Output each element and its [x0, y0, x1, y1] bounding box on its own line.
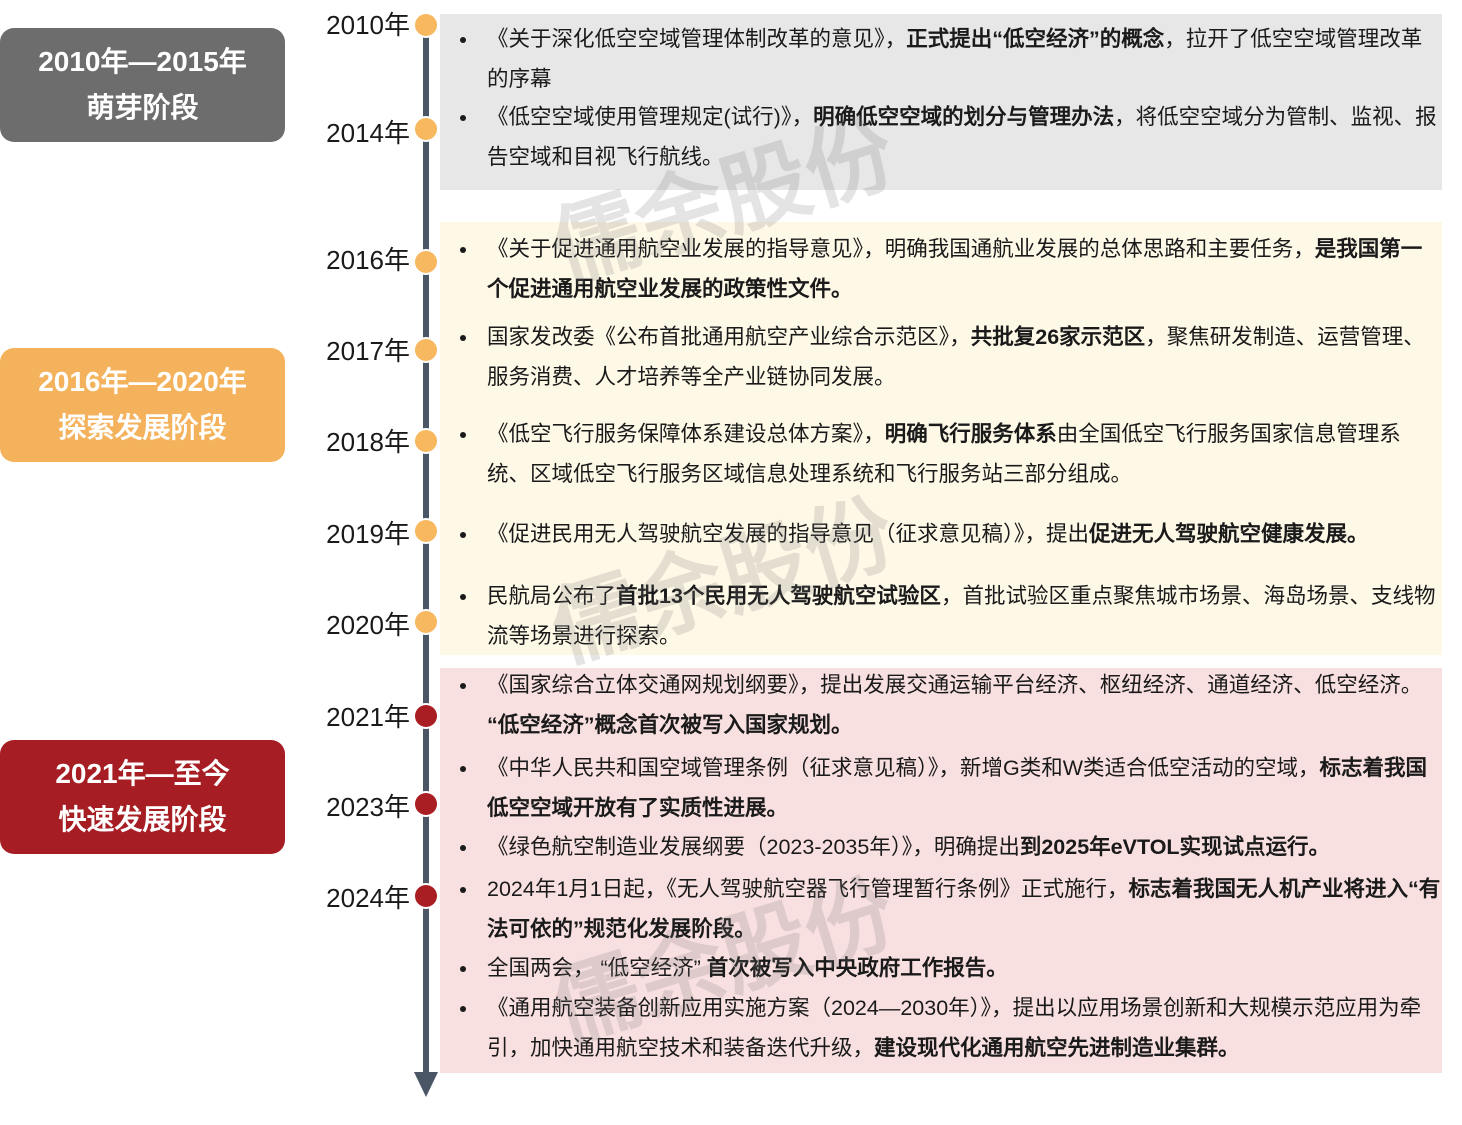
- entry-text-highlight: 明确飞行服务体系: [884, 422, 1057, 446]
- year-label: 2016年: [326, 245, 410, 275]
- entry-text-part: 《低空飞行服务保障体系建设总体方案》，: [487, 422, 885, 446]
- year-dot: [415, 793, 437, 815]
- stage-box-exploration: 2016年—2020年 探索发展阶段: [0, 348, 285, 462]
- bullet-icon: [460, 1006, 466, 1012]
- entry-text-highlight: 到2025年eVTOL实现试点运行。: [1019, 835, 1331, 859]
- entry-text-part: ，拉开了低空空域管理改革的序幕: [487, 27, 1423, 91]
- timeline-axis: [423, 22, 429, 1078]
- entry-text-part: ，将低空空域分为管制、监视、报告空域和目视飞行航线。: [487, 105, 1437, 169]
- stage-box-sprouting: 2010年—2015年 萌芽阶段: [0, 28, 285, 142]
- year-dot: [415, 520, 437, 542]
- entry-text-highlight: 首批13个民用无人驾驶航空试验区: [616, 584, 941, 608]
- entry-text-part: 由全国低空飞行服务国家信息管理系统、区域低空飞行服务区域信息处理系统和飞行服务站…: [487, 422, 1401, 486]
- entry-text-highlight: 标志着我国低空空域开放有了实质性进展。: [487, 756, 1428, 820]
- entry-text-part: 《关于深化低空空域管理体制改革的意见》，: [487, 27, 907, 51]
- entry-text: 国家发改委《公布首批通用航空产业综合示范区》，共批复26家示范区，聚焦研发制造、…: [487, 318, 1442, 397]
- stage-years: 2021年—至今: [55, 758, 230, 789]
- entry-text: 《低空飞行服务保障体系建设总体方案》，明确飞行服务体系由全国低空飞行服务国家信息…: [487, 415, 1442, 494]
- year-label: 2020年: [326, 610, 410, 640]
- year-dot: [415, 14, 437, 36]
- bullet-icon: [460, 683, 466, 689]
- bullet-icon: [460, 766, 466, 772]
- entry-text-part: 《绿色航空制造业发展纲要（2023-2035年）》，明确提出: [487, 835, 1020, 859]
- year-label: 2010年: [326, 10, 410, 40]
- year-dot: [415, 705, 437, 727]
- entry-text-highlight: 建设现代化通用航空先进制造业集群。: [874, 1035, 1240, 1060]
- entry-text-highlight: 是我国第一个促进通用航空业发展的政策性文件。: [487, 237, 1423, 301]
- entry-text-highlight: “低空经济”概念首次被写入国家规划。: [487, 712, 853, 737]
- year-dot: [415, 611, 437, 633]
- entry-text-part: 2024年1月1日起，《无人驾驶航空器飞行管理暂行条例》正式施行，: [487, 877, 1129, 901]
- entry-text: 《国家综合立体交通网规划纲要》，提出发展交通运输平台经济、枢纽经济、通道经济、低…: [487, 666, 1442, 745]
- entry-text: 《通用航空装备创新应用实施方案（2024—2030年）》，提出以应用场景创新和大…: [487, 989, 1442, 1068]
- bullet-icon: [460, 432, 466, 438]
- stage-name: 快速发展阶段: [58, 804, 227, 835]
- stage-name: 探索发展阶段: [58, 412, 227, 443]
- bullet-icon: [460, 532, 466, 538]
- year-dot: [415, 430, 437, 452]
- entry-text-part: 民航局公布了: [487, 584, 617, 608]
- year-label: 2021年: [326, 702, 410, 732]
- entry-text: 《关于深化低空空域管理体制改革的意见》，正式提出“低空经济”的概念，拉开了低空空…: [487, 20, 1442, 99]
- entry-text-part: 《通用航空装备创新应用实施方案（2024—2030年）》，提出以应用场景创新和大…: [487, 996, 1422, 1060]
- entry-text-part: 《促进民用无人驾驶航空发展的指导意见（征求意见稿）》，提出: [487, 522, 1090, 546]
- bullet-icon: [460, 845, 466, 851]
- year-dot: [415, 339, 437, 361]
- bullet-icon: [460, 37, 466, 43]
- entry-text-part: 《低空空域使用管理规定(试行)》，: [487, 105, 814, 129]
- entry-text: 《关于促进通用航空业发展的指导意见》，明确我国通航业发展的总体思路和主要任务，是…: [487, 230, 1442, 309]
- entry-text: 《绿色航空制造业发展纲要（2023-2035年）》，明确提出到2025年eVTO…: [487, 828, 1442, 868]
- year-label: 2017年: [326, 336, 410, 366]
- bullet-icon: [460, 335, 466, 341]
- bullet-icon: [460, 887, 466, 893]
- year-dot: [415, 118, 437, 140]
- entry-text-highlight: 共批复26家示范区: [970, 325, 1146, 349]
- entry-text: 全国两会， “低空经济” 首次被写入中央政府工作报告。: [487, 949, 1442, 989]
- year-label: 2018年: [326, 427, 410, 457]
- entry-text-part: 国家发改委《公布首批通用航空产业综合示范区》，: [487, 325, 971, 349]
- entry-text-part: 《国家综合立体交通网规划纲要》，提出发展交通运输平台经济、枢纽经济、通道经济、低…: [487, 673, 1423, 697]
- entry-text-highlight: 正式提出“低空经济”的概念: [906, 27, 1165, 51]
- entry-text: 民航局公布了首批13个民用无人驾驶航空试验区，首批试验区重点聚焦城市场景、海岛场…: [487, 577, 1442, 656]
- stage-years: 2010年—2015年: [38, 46, 247, 77]
- entry-text: 《低空空域使用管理规定(试行)》，明确低空空域的划分与管理办法，将低空空域分为管…: [487, 98, 1442, 177]
- entry-text: 《中华人民共和国空域管理条例（征求意见稿）》，新增G类和W类适合低空活动的空域，…: [487, 749, 1442, 828]
- entry-text-highlight: 促进无人驾驶航空健康发展。: [1089, 522, 1369, 546]
- entry-text-part: ，首批试验区重点聚焦城市场景、海岛场景、支线物流等场景进行探索。: [487, 584, 1436, 648]
- entry-text-part: 《关于促进通用航空业发展的指导意见》，明确我国通航业发展的总体思路和主要任务，: [487, 237, 1315, 261]
- entry-text-highlight: 明确低空空域的划分与管理办法: [813, 105, 1115, 129]
- entry-text-part: 全国两会， “低空经济”: [487, 956, 707, 980]
- arrow-head: [414, 1072, 438, 1097]
- arrow-down-icon: [414, 1072, 438, 1097]
- year-label: 2023年: [326, 792, 410, 822]
- panel-sprouting: 《关于深化低空空域管理体制改革的意见》，正式提出“低空经济”的概念，拉开了低空空…: [440, 14, 1442, 190]
- entry-text: 《促进民用无人驾驶航空发展的指导意见（征求意见稿）》，提出促进无人驾驶航空健康发…: [487, 515, 1442, 555]
- bullet-icon: [460, 594, 466, 600]
- entry-text: 2024年1月1日起，《无人驾驶航空器飞行管理暂行条例》正式施行，标志着我国无人…: [487, 870, 1442, 949]
- year-label: 2024年: [326, 883, 410, 913]
- year-dot: [415, 885, 437, 907]
- year-label: 2014年: [326, 118, 410, 148]
- panel-rapid-growth: 《国家综合立体交通网规划纲要》，提出发展交通运输平台经济、枢纽经济、通道经济、低…: [440, 668, 1442, 1073]
- bullet-icon: [460, 115, 466, 121]
- entry-text-part: ，聚焦研发制造、运营管理、服务消费、人才培养等全产业链协同发展。: [487, 325, 1425, 389]
- stage-box-rapid-growth: 2021年—至今 快速发展阶段: [0, 740, 285, 854]
- year-dot: [415, 251, 437, 273]
- bullet-icon: [460, 966, 466, 972]
- entry-text-part: 《中华人民共和国空域管理条例（征求意见稿）》，新增G类和W类适合低空活动的空域，: [487, 756, 1320, 780]
- bullet-icon: [460, 247, 466, 253]
- panel-exploration: 《关于促进通用航空业发展的指导意见》，明确我国通航业发展的总体思路和主要任务，是…: [440, 222, 1442, 655]
- stage-name: 萌芽阶段: [86, 92, 199, 123]
- stage-years: 2016年—2020年: [38, 366, 247, 397]
- entry-text-highlight: 首次被写入中央政府工作报告。: [706, 956, 1008, 980]
- year-label: 2019年: [326, 519, 410, 549]
- entry-text-highlight: 标志着我国无人机产业将进入“有法可依的”规范化发展阶段。: [487, 877, 1441, 941]
